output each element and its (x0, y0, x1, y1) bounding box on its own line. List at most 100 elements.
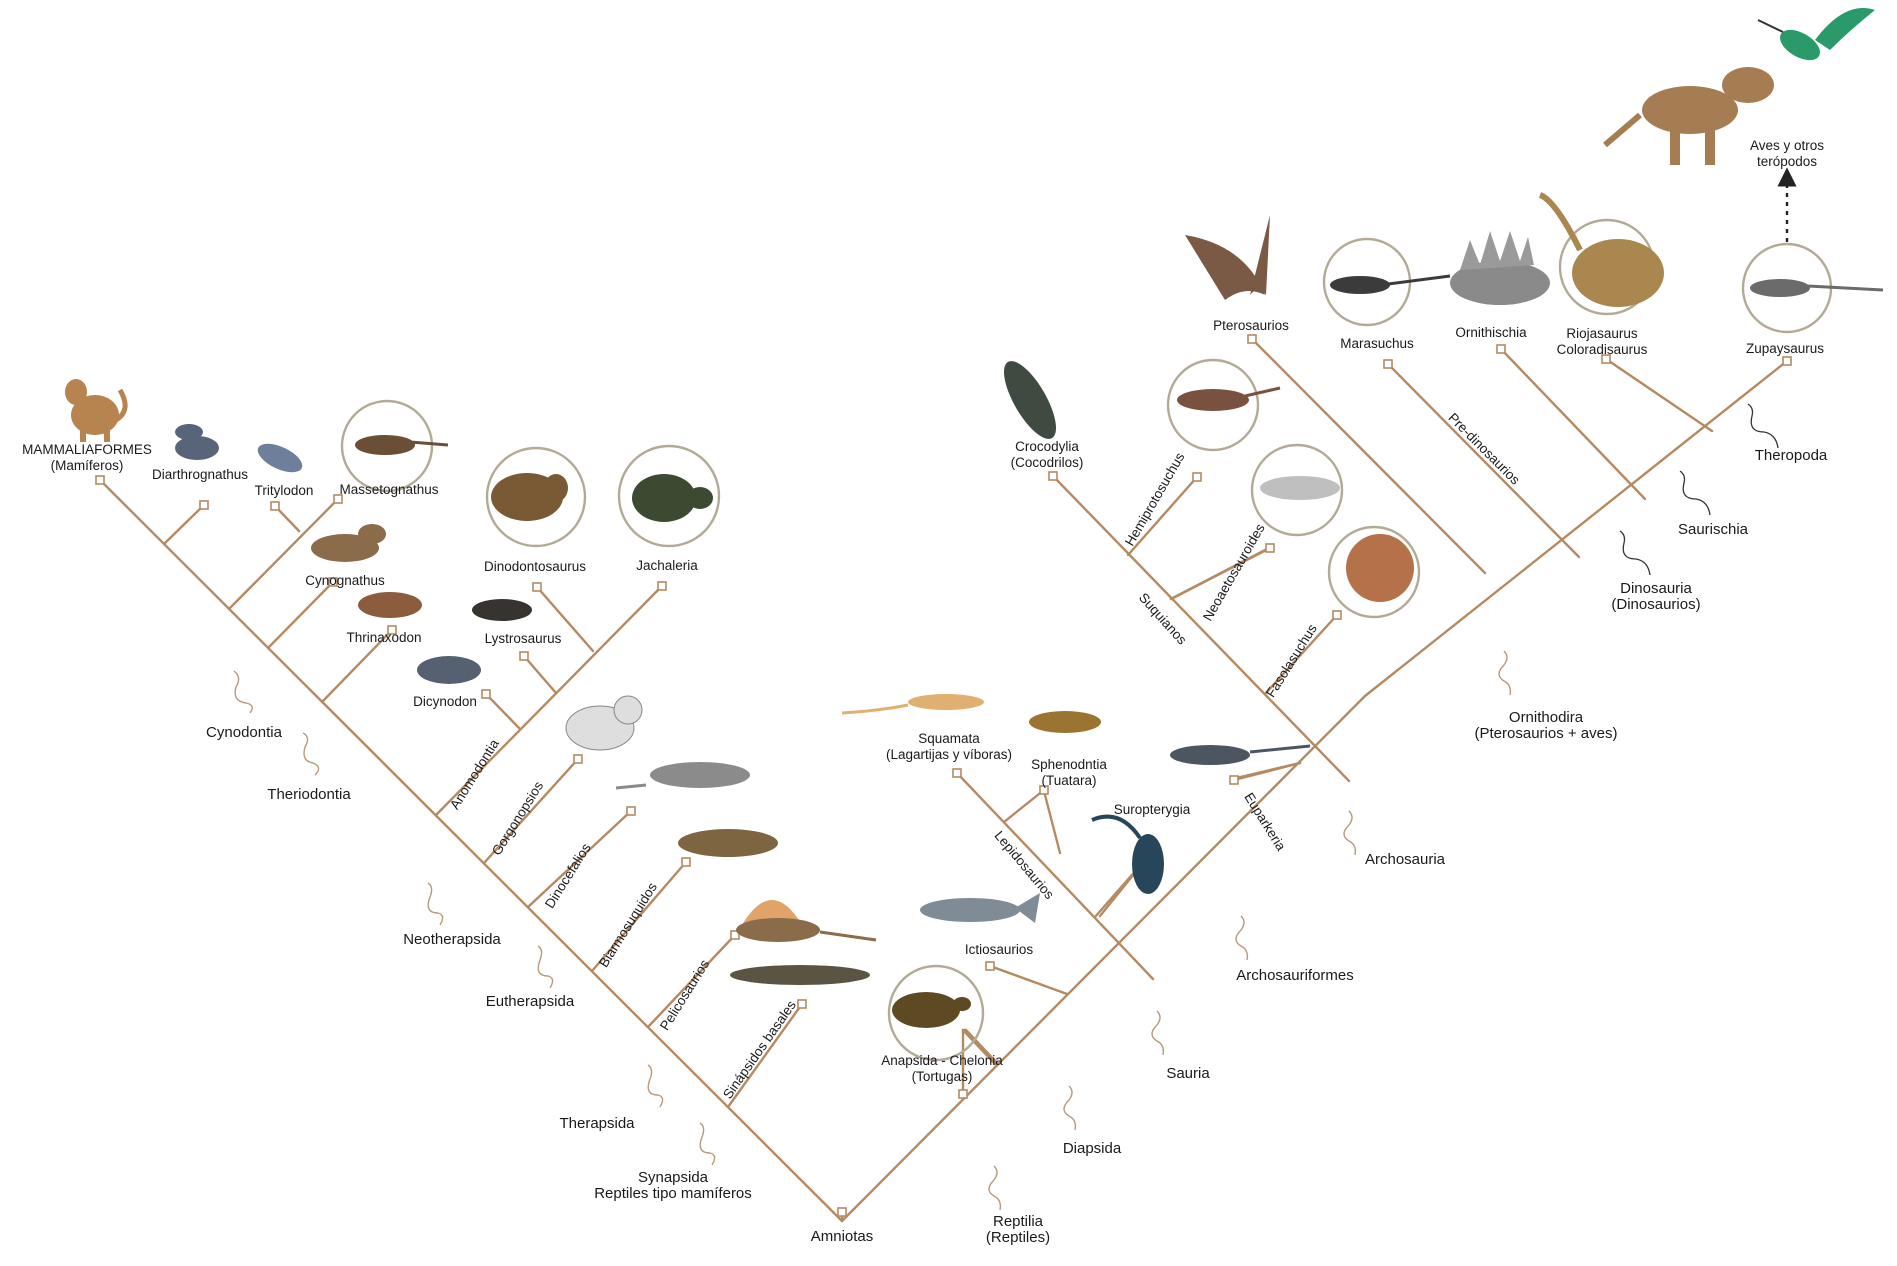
biarmosuchian-illustration (678, 829, 778, 857)
label-massetognathus: Massetognathus (339, 482, 438, 498)
terminal-biarmosuquidos (682, 858, 690, 866)
label-diapsida: Diapsida (1063, 1141, 1121, 1157)
label-cynodontia: Cynodontia (206, 725, 282, 741)
curl-cynodontia (234, 671, 252, 713)
label-riojasaurus: Riojasaurus Coloradisaurus (1557, 326, 1648, 358)
tree-branches (100, 339, 1787, 1221)
label-archosauria: Archosauria (1365, 852, 1445, 868)
curl-theriodontia (303, 733, 319, 775)
label-tritylodon: Tritylodon (255, 483, 314, 499)
terminal-gorgonopsios (574, 755, 582, 763)
label-suropterygia: Suropterygia (1114, 802, 1191, 818)
label-chelonia: Anapsida - Chelonia (Tortugas) (881, 1053, 1003, 1085)
label-crocodylia: Crocodylia (Cocodrilos) (1011, 439, 1084, 471)
terminal-crocodylia (1049, 472, 1057, 480)
terminal-dicynodon (482, 690, 490, 698)
label-ictiosaurios: Ictiosaurios (965, 942, 1033, 958)
terminal-pterosaurios (1248, 335, 1256, 343)
terminal-mammaliaformes (96, 476, 104, 484)
label-cynognathus: Cynognathus (305, 573, 385, 589)
terminal-marasuchus (1384, 360, 1392, 368)
terminal-ictiosaurios (986, 962, 994, 970)
pterosaur-illustration (1185, 215, 1270, 300)
branch-cynognathus (268, 582, 333, 648)
label-diarthrognathus: Diarthrognathus (152, 467, 248, 483)
label-saurischia: Saurischia (1678, 522, 1748, 538)
label-ornithodira: Ornithodira (Pterosaurios + aves) (1475, 710, 1618, 742)
label-theriodontia: Theriodontia (267, 787, 350, 803)
diarthrognathus-illustration (175, 424, 219, 460)
label-sauria: Sauria (1166, 1066, 1209, 1082)
label-pterosaurios: Pterosaurios (1213, 318, 1289, 334)
curl-diapsida (1064, 1086, 1075, 1130)
label-eutherapsida: Eutherapsida (486, 994, 574, 1010)
label-theropoda: Theropoda (1755, 448, 1828, 464)
branch-sphenodontia (1004, 790, 1044, 822)
label-dicynodon: Dicynodon (413, 694, 477, 710)
terminal-hemiprotosuchus (1193, 473, 1201, 481)
curl-sauria (1152, 1011, 1163, 1055)
mammal-illustration (65, 379, 125, 442)
euparkeria-illustration (1170, 745, 1310, 765)
squamata-illustration (842, 694, 984, 713)
label-sphenodontia: Sphenodntia (Tuatara) (1031, 757, 1107, 789)
jachaleria-illustration (632, 474, 713, 522)
curl-dinosauria (1620, 531, 1650, 575)
crocodile-illustration (994, 354, 1066, 446)
curl-theropoda (1748, 404, 1778, 448)
hummingbird-illustration (1758, 8, 1875, 66)
turtle-illustration (892, 992, 971, 1028)
dinodontosaurus-illustration (491, 473, 568, 521)
zupaysaurus-illustration (1750, 279, 1883, 297)
label-jachaleria: Jachaleria (636, 558, 698, 574)
terminal-ornithischia (1497, 345, 1505, 353)
label-therapsida: Therapsida (559, 1116, 634, 1132)
label-reptilia: Reptilia (Reptiles) (986, 1214, 1050, 1246)
tritylodon-illustration (254, 438, 307, 478)
terminal-diarthrognathus (200, 501, 208, 509)
branch-dicynodon (486, 694, 520, 729)
tuatara-illustration (1029, 711, 1101, 733)
hemiprotosuchus-illustration (1177, 388, 1280, 411)
curl-archosauriformes (1236, 916, 1247, 960)
terminal-chelonia (959, 1090, 967, 1098)
curl-neotherapsida (428, 883, 443, 925)
terminal-squamata (953, 769, 961, 777)
label-archosauriformes: Archosauriformes (1236, 968, 1354, 984)
curl-ornithodira (1499, 651, 1510, 695)
neoaetosauroides-illustration (1260, 476, 1340, 500)
label-neotherapsida: Neotherapsida (403, 932, 501, 948)
trex-illustration (1605, 67, 1774, 165)
label-zupaysaurus: Zupaysaurus (1746, 341, 1824, 357)
dicynodon-illustration (417, 656, 481, 684)
curl-therapsida (648, 1065, 663, 1107)
branch-riojasaurus (1606, 359, 1712, 431)
label-aves: Aves y otros terópodos (1750, 138, 1824, 170)
lystrosaurus-illustration (472, 599, 532, 621)
terminal-dinodontosaurus (533, 583, 541, 591)
terminal-tritylodon (271, 502, 279, 510)
label-dinodontosaurus: Dinodontosaurus (484, 559, 586, 575)
marasuchus-illustration (1330, 276, 1450, 294)
terminal-dinocefalios (627, 807, 635, 815)
label-marasuchus: Marasuchus (1340, 336, 1414, 352)
animal-illustrations (65, 8, 1883, 1060)
curl-eutherapsida (538, 946, 553, 988)
branch-sphenodontia-fix (1045, 795, 1060, 853)
branch-diarthrognathus (164, 505, 204, 544)
terminal-lystrosaurus (520, 652, 528, 660)
label-dinosauria: Dinosauria (Dinosaurios) (1611, 581, 1700, 613)
branch-ictiosaurios (990, 966, 1067, 994)
terminal-amniotas (838, 1208, 846, 1216)
label-ornithischia: Ornithischia (1455, 325, 1526, 341)
label-squamata: Squamata (Lagartijas y víboras) (886, 731, 1012, 763)
dimetrodon-illustration (736, 900, 876, 942)
basal-synapsid-illustration (730, 965, 870, 985)
curl-synapsida (700, 1123, 715, 1165)
fasolasuchus-illustration (1346, 534, 1414, 602)
terminal-zupaysaurus (1783, 357, 1791, 365)
massetognathus-illustration (355, 435, 448, 455)
riojasaurus-illustration (1540, 195, 1664, 307)
label-thrinaxodon: Thrinaxodon (346, 630, 421, 646)
